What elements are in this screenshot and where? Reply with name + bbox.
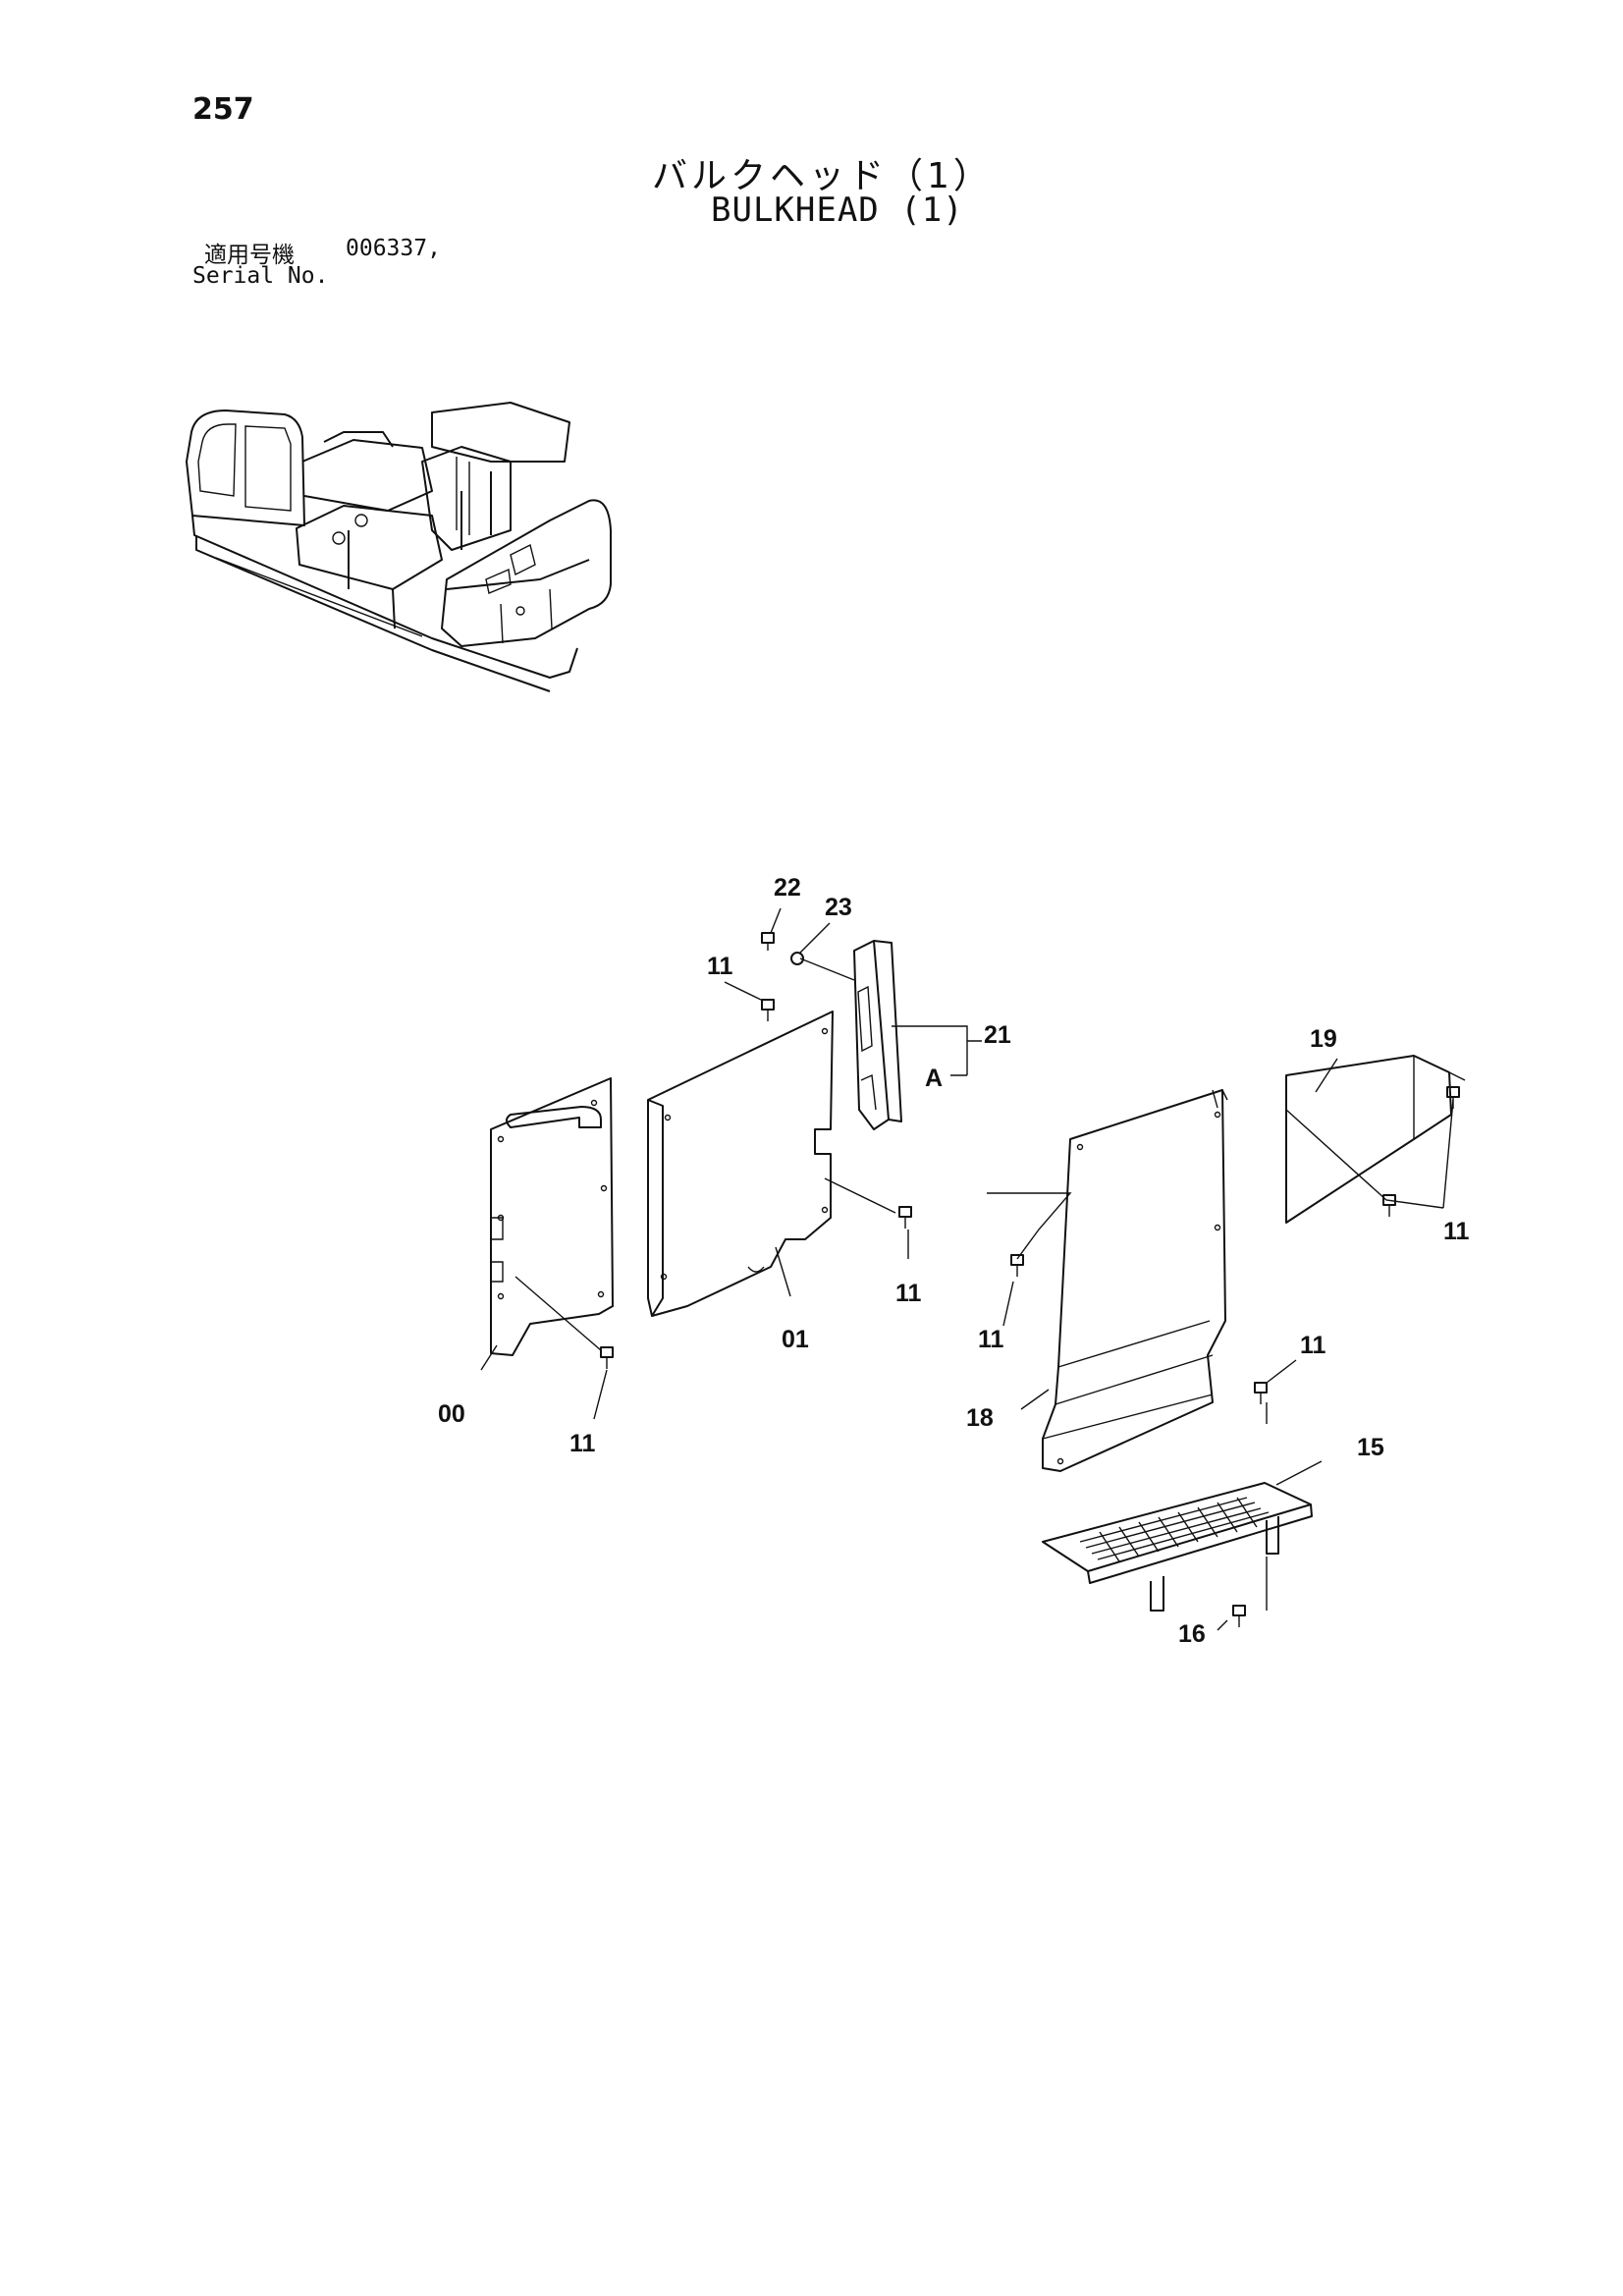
serial-number-value: 006337,	[346, 236, 441, 261]
serial-number-label: Serial No.	[192, 263, 329, 289]
callout-21: 21	[984, 1021, 1011, 1049]
callout-a: A	[925, 1065, 943, 1092]
panel-00	[490, 1077, 614, 1356]
bolt-icon	[600, 932, 1460, 1627]
callout-01: 01	[782, 1326, 809, 1353]
callout-18: 18	[966, 1404, 994, 1432]
callout-16: 16	[1178, 1620, 1206, 1648]
callout-11-step: 11	[1300, 1332, 1326, 1359]
callout-11-mid: 11	[895, 1280, 922, 1307]
excavator-overview-icon	[186, 402, 612, 692]
panel-01	[647, 1011, 834, 1317]
callout-11-bottom-left: 11	[569, 1430, 596, 1457]
callout-11-top: 11	[707, 953, 733, 980]
bulkhead-18	[1042, 1089, 1228, 1472]
page-title-english: BULKHEAD (1)	[711, 191, 964, 230]
callout-22: 22	[774, 874, 801, 902]
callout-15: 15	[1357, 1434, 1384, 1461]
callout-23: 23	[825, 894, 852, 921]
step-15	[1042, 1482, 1313, 1612]
bracket-21	[853, 940, 902, 1130]
applicable-models-label: 適用号機	[204, 243, 295, 268]
cover-19	[1285, 1055, 1466, 1224]
callout-00: 00	[438, 1400, 465, 1428]
callout-11-right: 11	[1443, 1218, 1470, 1245]
page-title-japanese: バルクヘッド（1）	[652, 156, 993, 196]
page-number: 257	[192, 92, 254, 127]
callout-19: 19	[1310, 1025, 1337, 1053]
callout-11-panel-18: 11	[978, 1326, 1004, 1353]
leader-lines	[480, 907, 1454, 1631]
